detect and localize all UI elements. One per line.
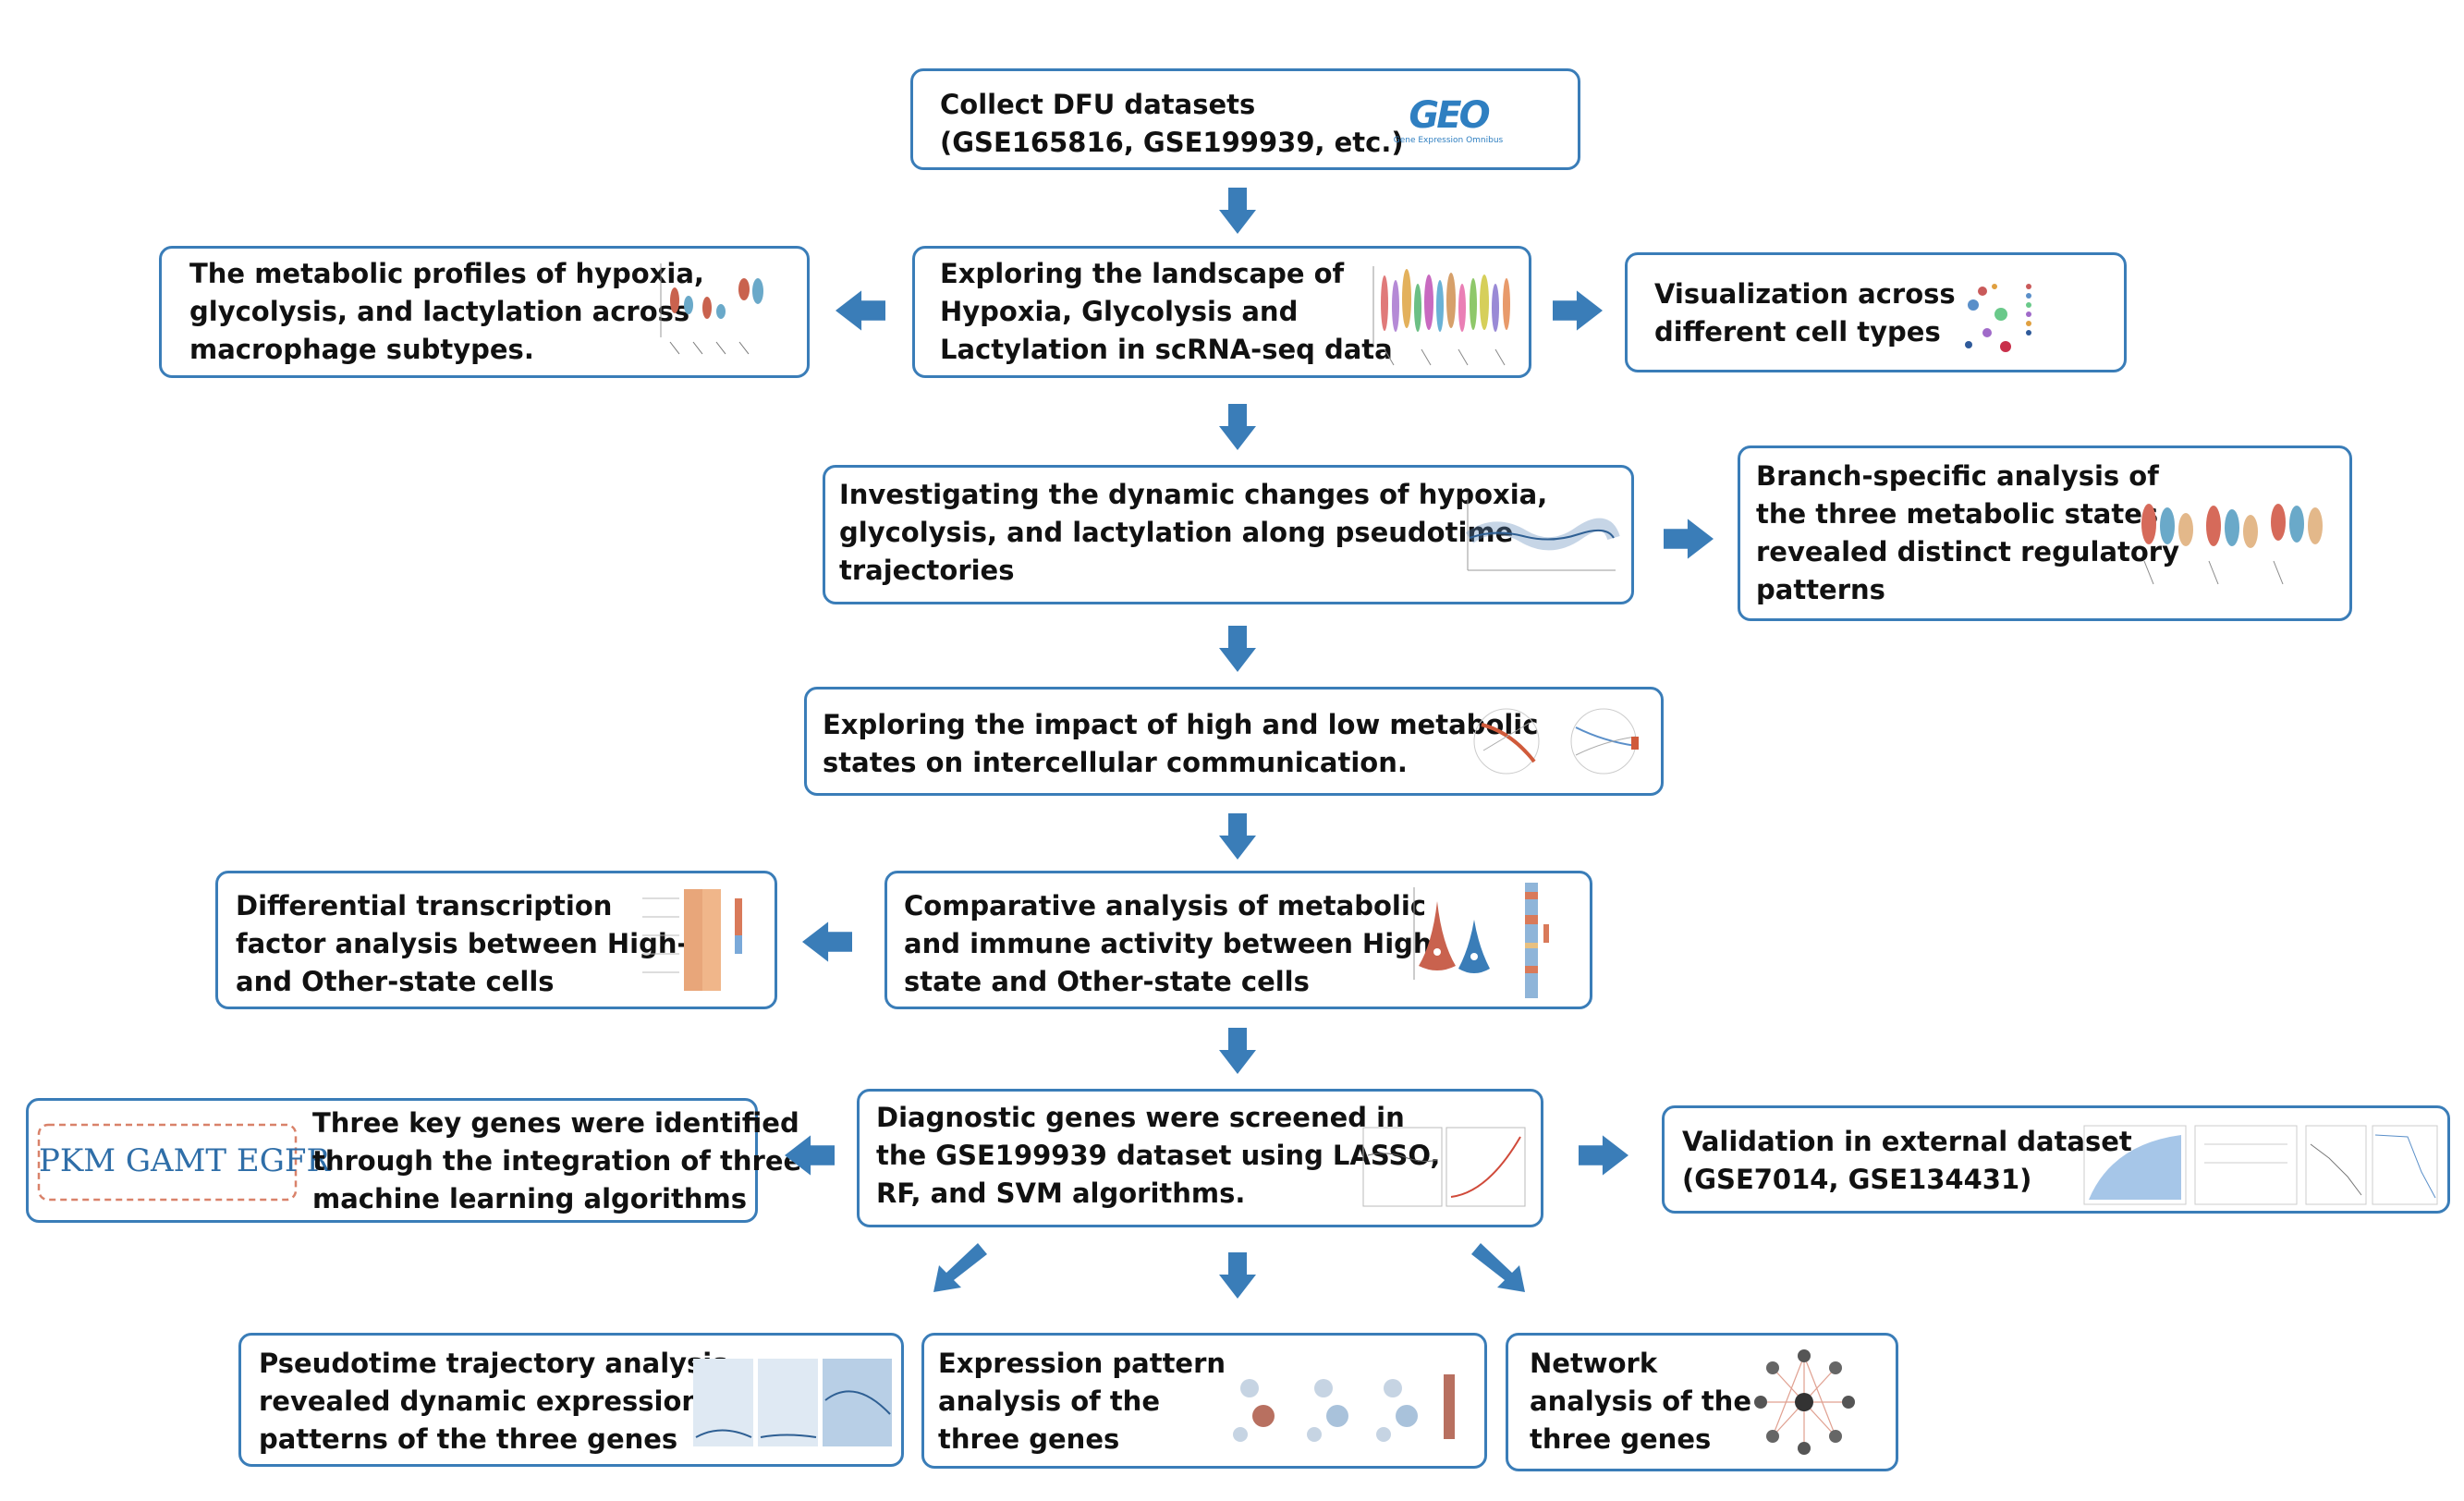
validation-curves-thumbnail	[2075, 1117, 2440, 1209]
landscape-text: Exploring the landscape of Hypoxia, Glyc…	[940, 258, 1393, 365]
validation-box	[1662, 1105, 2450, 1214]
traj-genes-text: Pseudotime trajectory analysis revealed …	[259, 1348, 728, 1455]
pseudotime-scatter-thumbnail	[1458, 482, 1620, 589]
comparative-violin-thumbnail	[1405, 878, 1585, 1003]
communication-text: Exploring the impact of high and low met…	[823, 709, 1539, 778]
tf-box	[215, 871, 777, 1009]
celltype-umap-thumbnail	[1950, 263, 2061, 367]
collect-text: Collect DFU datasets (GSE165816, GSE1999…	[940, 89, 1404, 158]
geo-logo: GEO Gene Expression Omnibus	[1391, 92, 1506, 148]
traj-genes-scatter-thumbnail	[679, 1349, 897, 1460]
tf-heatmap-thumbnail	[633, 880, 767, 1000]
arrow-right-visualization	[1553, 290, 1603, 331]
expression-box	[921, 1333, 1487, 1469]
landscape-violin-thumbnail	[1366, 262, 1523, 372]
expression-umap-thumbnail	[1213, 1351, 1481, 1464]
arrow-down-3	[1219, 626, 1256, 672]
macrophage-text: The metabolic profiles of hypoxia, glyco…	[189, 258, 704, 365]
network-graph-thumbnail	[1747, 1342, 1862, 1462]
branch-violin-thumbnail	[2126, 459, 2338, 598]
network-text: Network analysis of the three genes	[1530, 1348, 1752, 1455]
geo-logo-mark: GEO	[1409, 94, 1489, 137]
gene-names-frame	[37, 1123, 298, 1202]
arrow-left-macrophage	[836, 290, 885, 331]
tf-text: Differential transcription factor analys…	[236, 890, 689, 997]
diagnostic-lasso-thumbnail	[1359, 1118, 1530, 1215]
arrow-down-1	[1219, 188, 1256, 234]
comparative-text: Comparative analysis of metabolic and im…	[904, 890, 1444, 997]
pseudotime-text: Investigating the dynamic changes of hyp…	[839, 479, 1548, 586]
arrow-right-validation	[1579, 1135, 1628, 1176]
arrow-left-keygenes	[785, 1135, 835, 1176]
collect-box	[910, 68, 1580, 170]
arrow-down-6	[1219, 1252, 1256, 1299]
visualization-box	[1625, 252, 2127, 372]
communication-network-thumbnail	[1456, 695, 1654, 787]
arrow-down-4	[1219, 813, 1256, 860]
communication-box	[804, 687, 1664, 796]
branch-text: Branch-specific analysis of the three me…	[1756, 460, 2180, 605]
key-gene-names: PKM GAMT EGFR	[39, 1142, 331, 1179]
arrow-diagonal-left	[933, 1243, 987, 1292]
macrophage-violin-thumbnail	[652, 254, 776, 360]
arrow-diagonal-right	[1471, 1243, 1525, 1292]
validation-text: Validation in external dataset (GSE7014,…	[1682, 1126, 2132, 1195]
arrow-down-2	[1219, 404, 1256, 450]
macrophage-box	[159, 246, 810, 378]
visualization-text: Visualization across different cell type…	[1654, 278, 1956, 348]
diagnostic-text: Diagnostic genes were screened in the GS…	[876, 1102, 1441, 1209]
arrow-down-5	[1219, 1028, 1256, 1074]
arrow-left-tf	[802, 921, 852, 962]
arrow-right-branch	[1664, 519, 1714, 559]
keygenes-text: Three key genes were identified through …	[312, 1107, 802, 1214]
keygenes-box	[26, 1098, 758, 1223]
diagnostic-box	[857, 1089, 1543, 1227]
geo-logo-caption: Gene Expression Omnibus	[1394, 136, 1504, 145]
pseudotime-box	[823, 465, 1634, 604]
expression-text: Expression pattern analysis of the three…	[938, 1348, 1226, 1455]
